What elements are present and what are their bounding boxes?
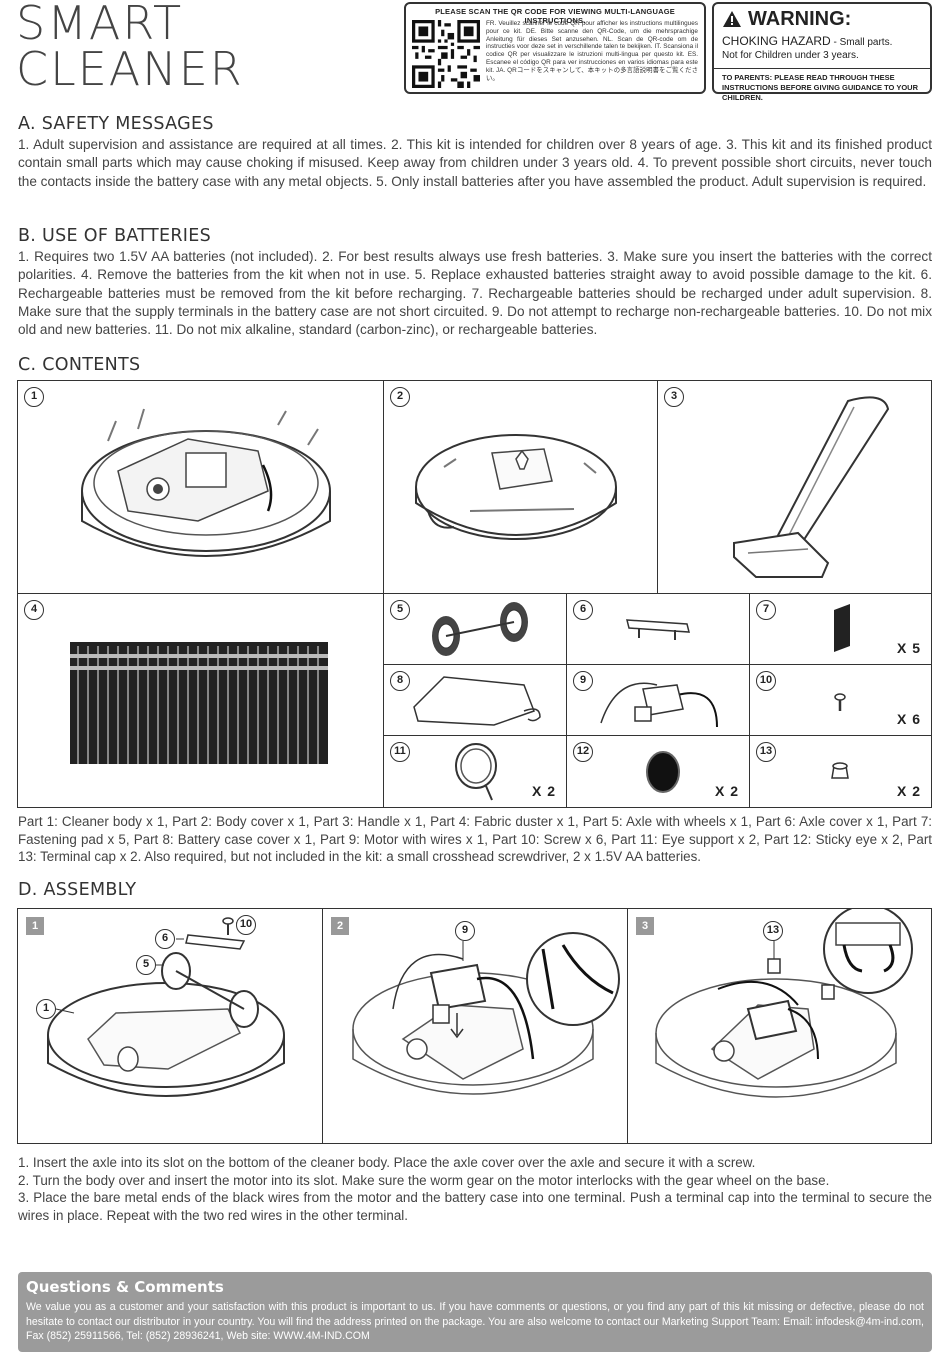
- assembly-step-1: 1 10 6 5 1: [17, 908, 323, 1144]
- parts-list-text: Part 1: Cleaner body x 1, Part 2: Body c…: [18, 814, 932, 864]
- warning-heading: WARNING:: [748, 8, 852, 30]
- axle-wheels-illustration: [432, 602, 528, 656]
- fabric-duster-illustration: [70, 642, 328, 764]
- callout-6: 6: [155, 929, 175, 949]
- part-10-cell: 10 X 6: [749, 664, 932, 736]
- part-number-badge: 6: [573, 600, 593, 620]
- quantity-label: X 2: [714, 783, 739, 799]
- part-number-badge: 12: [573, 742, 593, 762]
- warning-divider: [714, 68, 930, 69]
- instruction-3: 3. Place the bare metal ends of the blac…: [18, 1190, 932, 1223]
- small-parts: - Small parts.: [830, 37, 893, 48]
- step-number: 2: [331, 917, 349, 935]
- qr-instructions-box: PLEASE SCAN THE QR CODE FOR VIEWING MULT…: [404, 2, 706, 94]
- quantity-label: X 6: [896, 711, 921, 727]
- part-number-badge: 8: [390, 671, 410, 691]
- cleaner-body-illustration: [81, 408, 331, 557]
- part-11-cell: 11 X 2: [383, 735, 567, 808]
- qr-multilanguage-text: FR. Veuillez scanner le code QR pour aff…: [486, 20, 698, 82]
- warning-triangle-icon: [723, 11, 741, 27]
- step-number: 3: [636, 917, 654, 935]
- warning-box: WARNING: CHOKING HAZARD - Small parts. N…: [712, 2, 932, 102]
- qr-header: PLEASE SCAN THE QR CODE FOR VIEWING MULT…: [435, 7, 675, 25]
- section-d-heading: D. ASSEMBLY: [18, 880, 137, 900]
- handle-illustration: [733, 396, 890, 578]
- step-number: 1: [26, 917, 44, 935]
- part-9-cell: 9: [566, 664, 750, 736]
- part-12-cell: 12 X 2: [566, 735, 750, 808]
- instruction-2: 2. Turn the body over and insert the mot…: [18, 1172, 830, 1188]
- quantity-label: X 2: [531, 783, 556, 799]
- section-b-text: 1. Requires two 1.5V AA batteries (not i…: [18, 249, 932, 338]
- part-13-cell: 13 X 2: [749, 735, 932, 808]
- assembly-instructions: 1. Insert the axle into its slot on the …: [18, 1154, 932, 1224]
- step-3-illustration: [655, 909, 913, 1098]
- product-title: SMART CLEANER: [16, 0, 244, 92]
- part-number-badge: 3: [664, 387, 684, 407]
- section-a-text: 1. Adult supervision and assistance are …: [18, 137, 932, 189]
- questions-comments-box: Questions & Comments We value you as a c…: [18, 1272, 932, 1352]
- part-5-cell: 5: [383, 593, 567, 665]
- part-number-badge: 2: [390, 387, 410, 407]
- step-1-illustration: [47, 917, 285, 1097]
- callout-1: 1: [36, 999, 56, 1019]
- part-2-cell: 2: [383, 380, 658, 594]
- part-8-cell: 8: [383, 664, 567, 736]
- section-c-heading: C. CONTENTS: [18, 355, 141, 375]
- assembly-step-2: 2 9: [322, 908, 628, 1144]
- qr-code-icon[interactable]: [412, 20, 480, 88]
- instruction-1: 1. Insert the axle into its slot on the …: [18, 1155, 756, 1170]
- part-3-cell: 3: [657, 380, 932, 594]
- quantity-label: X 2: [896, 783, 921, 799]
- part-6-cell: 6: [566, 593, 750, 665]
- terminal-cap-illustration: [831, 762, 849, 779]
- fastening-pad-illustration: [834, 604, 850, 652]
- age-warning: Not for Children under 3 years.: [722, 50, 859, 61]
- part-number-badge: 11: [390, 742, 410, 762]
- part-number-badge: 9: [573, 671, 593, 691]
- callout-5: 5: [136, 955, 156, 975]
- step-2-illustration: [352, 932, 620, 1095]
- parents-notice: TO PARENTS: PLEASE READ THROUGH THESE IN…: [722, 73, 918, 102]
- warning-heading-row: WARNING:: [722, 8, 922, 30]
- part-number-badge: 7: [756, 600, 776, 620]
- part-4-cell: 4: [17, 593, 384, 808]
- part-number-badge: 5: [390, 600, 410, 620]
- part-number-badge: 10: [756, 671, 776, 691]
- choking-hazard: CHOKING HAZARD: [722, 34, 831, 48]
- sticky-eye-illustration: [646, 751, 680, 793]
- part-1-cell: 1: [17, 380, 384, 594]
- choking-hazard-line: CHOKING HAZARD - Small parts.: [722, 34, 922, 48]
- part-number-badge: 13: [756, 742, 776, 762]
- part-number-badge: 4: [24, 600, 44, 620]
- callout-13: 13: [763, 921, 783, 941]
- screw-illustration: [834, 693, 846, 711]
- battery-cover-illustration: [413, 676, 541, 726]
- callout-10: 10: [236, 915, 256, 935]
- eye-support-illustration: [455, 743, 497, 801]
- part-number-badge: 1: [24, 387, 44, 407]
- assembly-step-3: 3 13: [627, 908, 932, 1144]
- motor-wires-illustration: [600, 682, 718, 728]
- body-cover-illustration: [415, 434, 617, 540]
- section-a-heading: A. SAFETY MESSAGES: [18, 114, 214, 134]
- footer-text: We value you as a customer and your sati…: [26, 1301, 924, 1342]
- part-7-cell: 7 X 5: [749, 593, 932, 665]
- title-line-1: SMART: [16, 0, 184, 50]
- section-b-heading: B. USE OF BATTERIES: [18, 226, 212, 246]
- quantity-label: X 5: [896, 640, 921, 656]
- axle-cover-illustration: [626, 619, 690, 640]
- callout-9: 9: [455, 921, 475, 941]
- footer-heading: Questions & Comments: [26, 1278, 224, 1296]
- title-line-2: CLEANER: [16, 42, 244, 96]
